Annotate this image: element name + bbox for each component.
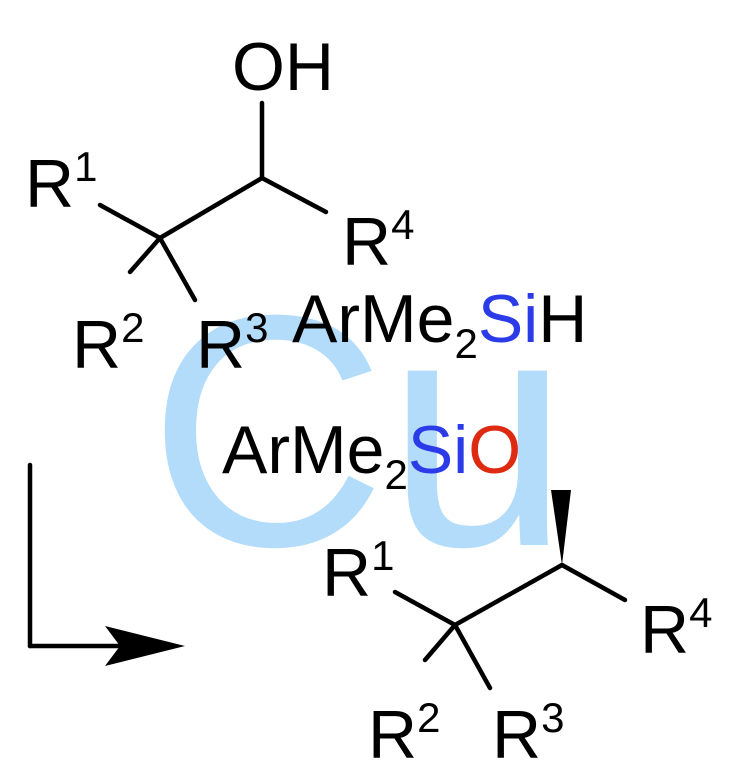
silyl-ether-group: ArMe2SiO bbox=[222, 412, 521, 498]
substituent-r1: R1 bbox=[25, 143, 97, 222]
catalyst-watermark: Cu bbox=[148, 246, 570, 615]
product-substituent-r3: R3 bbox=[492, 694, 564, 773]
bond-c-r1 bbox=[97, 202, 163, 241]
bond-c-c-product bbox=[452, 562, 565, 628]
bond-c-r4 bbox=[259, 175, 329, 215]
product-substituent-r4: R4 bbox=[640, 589, 712, 668]
hydroxyl-label: OH bbox=[232, 29, 334, 105]
starting-alcohol: OH R1 R2 R3 R4 bbox=[25, 29, 414, 383]
substituent-r4: R4 bbox=[342, 201, 414, 280]
product-substituent-r1: R1 bbox=[322, 532, 394, 611]
substituent-r2: R2 bbox=[72, 304, 144, 383]
bond-c-r2-product bbox=[422, 622, 458, 663]
bond-c-r2 bbox=[127, 235, 163, 275]
bond-c-r3 bbox=[157, 235, 198, 303]
arrowhead bbox=[105, 626, 185, 666]
substituent-r3: R3 bbox=[196, 304, 268, 383]
reaction-arrow bbox=[27, 462, 185, 666]
silyl-ether-product: ArMe2SiO R1 R4 R2 R3 bbox=[222, 412, 712, 773]
bond-c-r1-product bbox=[392, 589, 458, 628]
silane-reagent: ArMe2SiH bbox=[292, 281, 587, 367]
wedge-bond bbox=[551, 490, 571, 565]
bond-c-r4-product bbox=[559, 562, 628, 603]
bond-c-c bbox=[157, 175, 265, 241]
bond-c-r3-product bbox=[452, 622, 493, 691]
product-substituent-r2: R2 bbox=[368, 694, 440, 773]
